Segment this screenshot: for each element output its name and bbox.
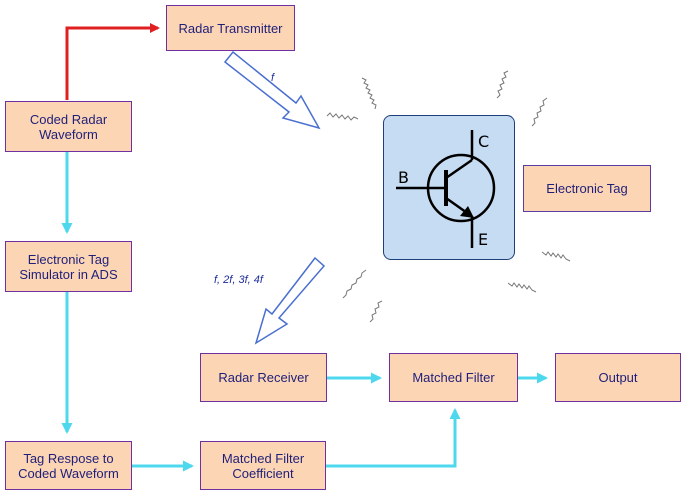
electronic-tag-box: Electronic Tag [523,165,651,212]
coded-radar-waveform-label: Coded Radar Waveform [29,111,108,142]
tag-response-box: Tag Respose to Coded Waveform [5,441,132,490]
electronic-tag-simulator-box: Electronic Tag Simulator in ADS [5,241,132,292]
tag-response-label: Tag Respose to Coded Waveform [18,450,119,481]
radar-receiver-label: Radar Receiver [218,370,309,385]
electronic-tag-simulator-label: Electronic Tag Simulator in ADS [19,251,118,282]
transistor-emitter-label: E [478,230,489,249]
matched-filter-box: Matched Filter [389,353,518,402]
radar-receiver-box: Radar Receiver [200,353,327,402]
tx-frequency-label: f [271,72,275,84]
electronic-tag-label: Electronic Tag [546,181,628,196]
transistor-base-label: B [398,168,409,187]
transmit-block-arrow [223,50,321,130]
radar-transmitter-box: Radar Transmitter [166,5,295,51]
matched-filter-coefficient-label: Matched Filter Coefficient [221,450,305,481]
matched-filter-coefficient-box: Matched Filter Coefficient [200,441,326,490]
matched-filter-label: Matched Filter [412,370,495,385]
coefficient-to-matched-filter-arrow [326,408,461,468]
radiation-squiggles [326,70,571,323]
transistor-icon [396,130,496,248]
transistor-collector-label: C [478,132,490,151]
output-box: Output [555,353,681,402]
radar-transmitter-label: Radar Transmitter [178,20,283,36]
electronic-tag-panel: B C E [383,115,515,260]
waveform-to-transmitter-arrow [65,23,160,100]
receive-block-arrow [254,256,326,345]
output-label: Output [598,370,638,385]
rx-frequencies-label: f, 2f, 3f, 4f [214,274,263,286]
coded-radar-waveform-box: Coded Radar Waveform [5,101,132,152]
